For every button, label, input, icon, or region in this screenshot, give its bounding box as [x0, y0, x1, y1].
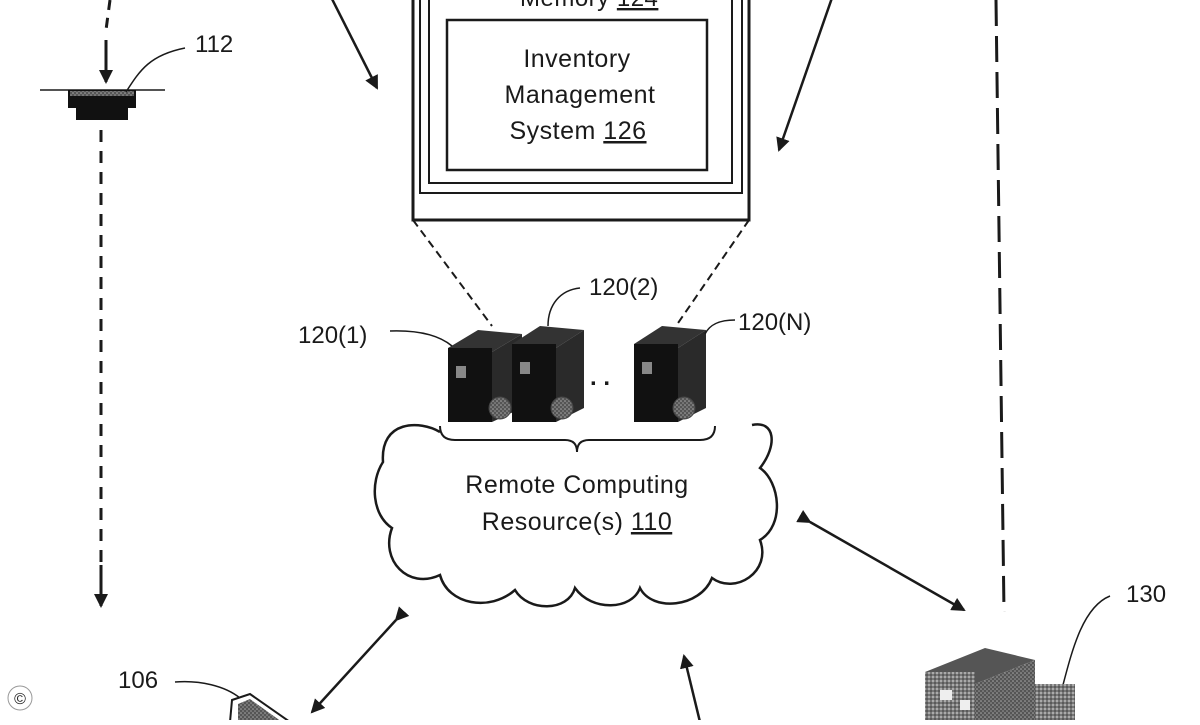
right-dashed-line [994, 0, 1006, 613]
ims-label-line1: Inventory [523, 45, 630, 73]
device-106-ref-label: 106 [118, 667, 158, 694]
device-106: 106 [118, 667, 294, 723]
building-130: 130 [925, 581, 1166, 722]
server-brace [439, 425, 716, 453]
server-ellipsis: . . [590, 364, 610, 391]
corner-mark: © [7, 685, 33, 711]
cloud-label-line2: Resource(s) 110 [482, 508, 672, 536]
ims-box: Inventory Management System 126 [445, 18, 709, 172]
ims-label-line3: System 126 [509, 117, 646, 145]
arrow-cloud-to-device-106 [310, 606, 410, 714]
arrow-to-memory-left [331, 0, 379, 90]
sensor-112: 112 [40, 0, 233, 608]
zoom-line-right [675, 219, 750, 327]
corner-mark-text: © [14, 691, 26, 708]
server-1-ref-label: 120(1) [298, 322, 367, 349]
memory-label: Memory 124 [520, 0, 658, 12]
server-120-n [634, 326, 706, 422]
ims-label-line2: Management [505, 81, 656, 109]
arrow-cloud-to-device-130 [796, 509, 966, 612]
building-130-ref-label: 130 [1126, 581, 1166, 608]
arrow-cloud-bottom [680, 654, 702, 723]
server-n-ref-label: 120(N) [738, 309, 811, 336]
server-120-2 [512, 326, 584, 422]
cloud-shape [373, 423, 779, 608]
server-120-1 [448, 330, 522, 422]
arrow-to-memory-right [776, 0, 833, 152]
zoom-line-left [412, 219, 493, 327]
sensor-ref-label: 112 [195, 31, 233, 58]
server-2-ref-label: 120(2) [589, 274, 658, 301]
cloud-label-line1: Remote Computing [465, 471, 688, 499]
